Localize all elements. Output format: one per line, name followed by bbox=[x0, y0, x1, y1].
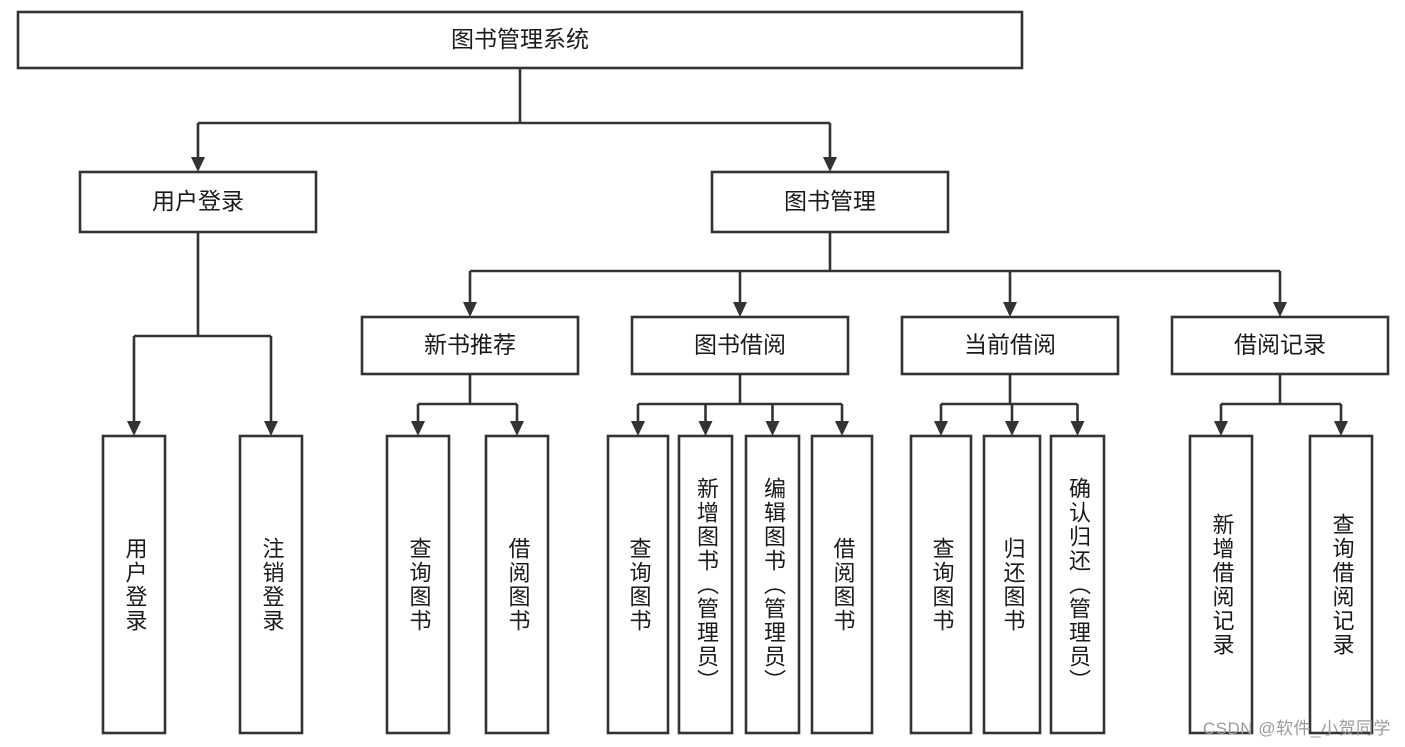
node-label-records: 借阅记录 bbox=[1234, 332, 1326, 358]
node-label-bookmgmt: 图书管理 bbox=[784, 188, 876, 214]
edge-arrow-newbook bbox=[463, 302, 477, 317]
node-current[interactable] bbox=[900, 315, 1120, 376]
node-label-newbook: 新书推荐 bbox=[424, 332, 516, 358]
edge-arrow-current bbox=[1003, 302, 1017, 317]
node-box-leaf-query-book-2[interactable] bbox=[606, 434, 670, 735]
node-box-records[interactable] bbox=[1170, 315, 1390, 376]
edge-arrow-leaf-borrow-book-2 bbox=[835, 421, 849, 436]
edge-arrow-login bbox=[191, 157, 205, 172]
node-leaf-return-book[interactable] bbox=[982, 434, 1042, 735]
node-box-leaf-query-book-3[interactable] bbox=[909, 434, 973, 735]
edge-arrow-bookmgmt bbox=[823, 157, 837, 172]
edge-group-root bbox=[191, 68, 837, 172]
node-box-current[interactable] bbox=[900, 315, 1120, 376]
node-box-leaf-add-book[interactable] bbox=[677, 434, 734, 735]
node-box-leaf-borrow-book-1[interactable] bbox=[484, 434, 550, 735]
node-box-leaf-add-record[interactable] bbox=[1188, 434, 1254, 735]
node-box-leaf-user-logout[interactable] bbox=[238, 434, 304, 735]
edge-group-records bbox=[1214, 374, 1348, 436]
node-login[interactable] bbox=[78, 170, 318, 234]
edge-group-current bbox=[934, 374, 1085, 436]
edge-arrow-leaf-user-login bbox=[127, 421, 141, 436]
node-box-leaf-borrow-book-2[interactable] bbox=[810, 434, 874, 735]
node-label-root: 图书管理系统 bbox=[451, 26, 589, 52]
node-box-leaf-query-book-1[interactable] bbox=[385, 434, 451, 735]
node-newbook[interactable] bbox=[360, 315, 580, 376]
edge-arrow-records bbox=[1273, 302, 1287, 317]
node-box-leaf-user-login[interactable] bbox=[101, 434, 167, 735]
node-box-bookmgmt[interactable] bbox=[710, 170, 950, 234]
node-leaf-borrow-book-2[interactable] bbox=[810, 434, 874, 735]
edge-arrow-leaf-query-book-2 bbox=[631, 421, 645, 436]
edge-group-borrow bbox=[631, 374, 849, 436]
node-leaf-user-logout[interactable] bbox=[238, 434, 304, 735]
node-leaf-query-book-3[interactable] bbox=[909, 434, 973, 735]
node-box-leaf-return-book[interactable] bbox=[982, 434, 1042, 735]
edge-group-login bbox=[127, 232, 278, 436]
edge-arrow-leaf-confirm-return bbox=[1070, 421, 1085, 436]
node-root[interactable] bbox=[16, 10, 1024, 70]
edge-arrow-leaf-add-book bbox=[698, 421, 713, 436]
edge-group-bookmgmt bbox=[463, 232, 1287, 317]
node-leaf-edit-book[interactable] bbox=[744, 434, 801, 735]
node-box-leaf-query-record[interactable] bbox=[1308, 434, 1374, 735]
edge-arrow-leaf-query-book-3 bbox=[934, 421, 948, 436]
node-box-newbook[interactable] bbox=[360, 315, 580, 376]
node-leaf-add-record[interactable] bbox=[1188, 434, 1254, 735]
edge-arrow-leaf-edit-book bbox=[765, 421, 780, 436]
node-leaf-query-book-2[interactable] bbox=[606, 434, 670, 735]
edge-arrow-leaf-query-book-1 bbox=[411, 421, 425, 436]
edge-arrow-leaf-add-record bbox=[1214, 421, 1228, 436]
connector-layer bbox=[127, 68, 1348, 436]
node-borrow[interactable] bbox=[630, 315, 850, 376]
node-leaf-query-record[interactable] bbox=[1308, 434, 1374, 735]
edge-arrow-borrow bbox=[733, 302, 747, 317]
node-box-root[interactable] bbox=[16, 10, 1024, 70]
watermark-text: CSDN @软件_小贺同学 bbox=[1202, 719, 1391, 738]
node-leaf-query-book-1[interactable] bbox=[385, 434, 451, 735]
node-leaf-borrow-book-1[interactable] bbox=[484, 434, 550, 735]
edge-arrow-leaf-query-record bbox=[1334, 421, 1348, 436]
node-box-borrow[interactable] bbox=[630, 315, 850, 376]
edge-arrow-leaf-return-book bbox=[1005, 421, 1019, 436]
node-leaf-add-book[interactable] bbox=[677, 434, 734, 735]
edge-arrow-leaf-borrow-book-1 bbox=[510, 421, 524, 436]
node-label-login: 用户登录 bbox=[152, 188, 244, 214]
node-leaf-user-login[interactable] bbox=[101, 434, 167, 735]
node-records[interactable] bbox=[1170, 315, 1390, 376]
node-leaf-confirm-return[interactable] bbox=[1049, 434, 1106, 735]
node-box-leaf-confirm-return[interactable] bbox=[1049, 434, 1106, 735]
node-box-leaf-edit-book[interactable] bbox=[744, 434, 801, 735]
node-label-borrow: 图书借阅 bbox=[694, 332, 786, 358]
node-box-login[interactable] bbox=[78, 170, 318, 234]
node-bookmgmt[interactable] bbox=[710, 170, 950, 234]
node-label-current: 当前借阅 bbox=[964, 332, 1056, 358]
edge-arrow-leaf-user-logout bbox=[264, 421, 278, 436]
node-box-layer bbox=[16, 10, 1390, 735]
edge-group-newbook bbox=[411, 374, 524, 436]
